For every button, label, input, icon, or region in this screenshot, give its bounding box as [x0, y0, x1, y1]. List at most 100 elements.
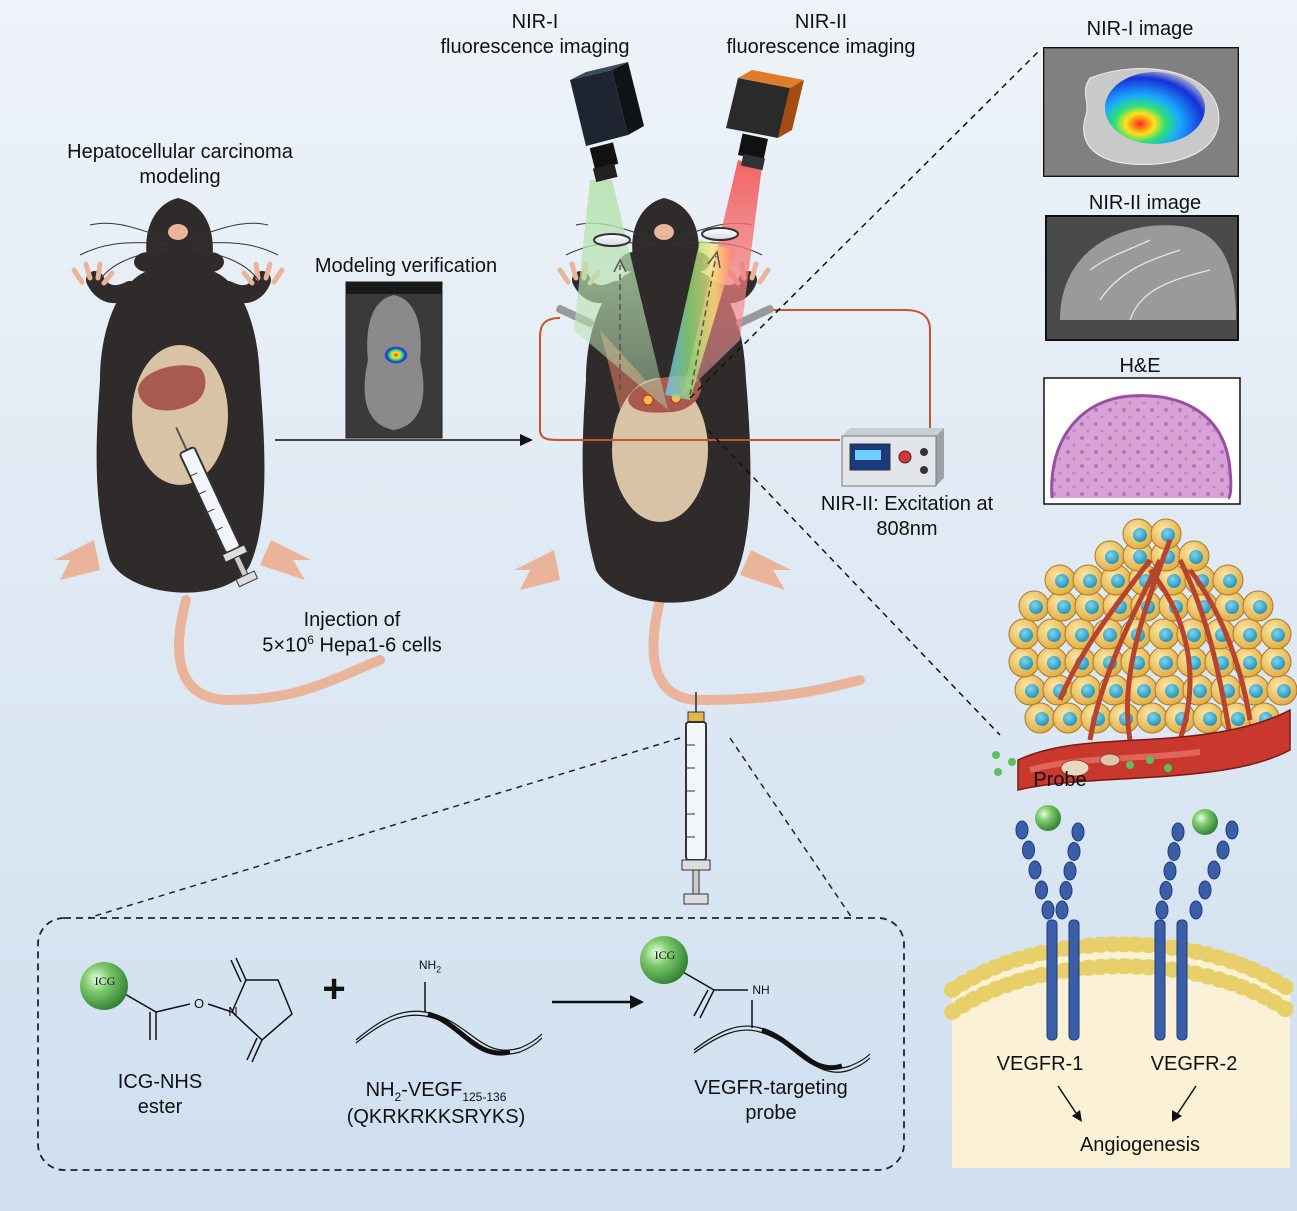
vegfr1-domain	[1071, 822, 1085, 842]
peptide-line1: NH2-VEGF125-136	[326, 1078, 546, 1105]
leader-line	[87, 737, 681, 919]
cell-nucleus	[1103, 628, 1117, 642]
product-line1: VEGFR-targeting	[694, 1077, 848, 1099]
leader-line	[707, 429, 1001, 736]
tumor-cluster-icon	[1008, 518, 1297, 741]
icg-nhs-label: ICG-NHS ester	[80, 1070, 240, 1120]
he-image-panel	[1043, 377, 1241, 505]
nir1-line1: NIR-I	[511, 11, 559, 33]
cell-nucleus	[1075, 628, 1089, 642]
product-label: VEGFR-targeting probe	[676, 1076, 866, 1126]
injection-line1: Injection of	[303, 609, 401, 631]
middle-mouse-icon	[514, 198, 865, 706]
vegfr1-domain	[1063, 861, 1077, 881]
injection-label: Injection of 5×106 Hepa1-6 cells	[232, 608, 472, 659]
cell-nucleus	[1035, 712, 1049, 726]
icg-ball	[80, 962, 128, 1010]
cell-nucleus	[1109, 684, 1123, 698]
vegfr1-stem	[1046, 919, 1058, 1041]
tumor-vessel	[1187, 568, 1253, 721]
cell-nucleus	[1019, 656, 1033, 670]
amine-sub: 2	[436, 964, 442, 975]
cell-nucleus	[1223, 574, 1237, 588]
cell-nucleus	[1133, 550, 1147, 564]
cell-nucleus	[1271, 656, 1285, 670]
vegfr1-domain	[1041, 900, 1055, 920]
amine-nh: NH	[418, 958, 437, 972]
cell-nucleus	[1147, 712, 1161, 726]
amide-nh: NH	[752, 983, 770, 997]
nir2-line2: fluorescence imaging	[726, 36, 916, 58]
blood-vessel-icon	[1017, 708, 1291, 791]
vegfr1-domain	[1055, 900, 1069, 920]
hcc-title-line1: Hepatocellular carcinoma	[67, 141, 293, 163]
vegfr1-stem	[1068, 919, 1080, 1041]
peptide-label: NH2-VEGF125-136 (QKRKRKKSRYKS)	[326, 1078, 546, 1130]
tumor-vessel	[1148, 568, 1193, 741]
vegfr2-domain	[1167, 842, 1181, 861]
cell-nucleus	[1161, 528, 1175, 542]
cell-nucleus	[1277, 684, 1291, 698]
nir2-image-panel	[1045, 215, 1239, 341]
icg-text-product: ICG	[654, 948, 676, 962]
vegfr2-domain	[1163, 861, 1177, 881]
peptide-sequence: (QKRKRKKSRYKS)	[346, 1106, 526, 1128]
chemistry-box	[37, 917, 905, 1171]
icg-nhs-line1: ICG-NHS	[117, 1071, 203, 1093]
vegfr1-label: VEGFR-1	[996, 1053, 1084, 1075]
laser-device-icon	[841, 428, 944, 487]
icg-nhs-structure	[117, 957, 293, 1063]
cell-nucleus	[1111, 574, 1125, 588]
vegfr1-domain	[1022, 840, 1035, 860]
cell-nucleus	[1249, 684, 1263, 698]
product-peptide	[693, 1025, 871, 1073]
vegfr1-domain	[1067, 842, 1081, 861]
vegfr2-domain	[1216, 840, 1230, 860]
cell-nucleus	[1271, 628, 1285, 642]
peptide-structure	[355, 982, 543, 1056]
vegfr2-stem	[1154, 919, 1166, 1041]
cell-membrane-icon	[944, 936, 1297, 1168]
vegfr2-domain	[1189, 900, 1203, 920]
left-mouse-icon	[54, 198, 385, 706]
cell-nucleus	[1253, 600, 1267, 614]
vegfr2-label: VEGFR-2	[1150, 1053, 1238, 1075]
injection-suffix: Hepa1-6 cells	[313, 634, 442, 657]
nir1-image-title: NIR-I image	[1086, 18, 1194, 40]
nir1-imaging-label: NIR-I fluorescence imaging	[420, 10, 650, 60]
nir1-line2: fluorescence imaging	[440, 36, 630, 58]
ring-nitrogen: N	[228, 1004, 238, 1019]
cell-nucleus	[1029, 600, 1043, 614]
icg-ball-product	[640, 936, 688, 984]
cell-nucleus	[1189, 550, 1203, 564]
vegfr2-domain	[1207, 860, 1221, 880]
cell-nucleus	[1019, 628, 1033, 642]
product-line2: probe	[745, 1102, 797, 1124]
vegfr1-domain	[1059, 881, 1073, 900]
cell-nucleus	[1225, 600, 1239, 614]
cell-nucleus	[1187, 628, 1201, 642]
hcc-title-line2: modeling	[139, 166, 221, 188]
nir2-line1: NIR-II	[794, 11, 848, 33]
probe-ball-1	[1035, 805, 1061, 831]
vegfr2-domain	[1171, 822, 1185, 842]
left-syringe-icon	[175, 427, 259, 588]
cell-nucleus	[1055, 574, 1069, 588]
cell-nucleus	[1057, 600, 1071, 614]
tumor-vessel	[1087, 558, 1163, 741]
peptide-vegf: -VEGF	[401, 1079, 463, 1101]
cell-nucleus	[1047, 656, 1061, 670]
leader-line	[729, 737, 853, 919]
tumor-vessel	[1177, 558, 1233, 736]
verification-image	[345, 281, 443, 439]
tumor-vessel	[1057, 558, 1152, 701]
vegfr1-domain	[1015, 820, 1029, 840]
probe-ball-2	[1192, 809, 1218, 835]
excitation-line1: NIR-II: Excitation at	[820, 493, 994, 515]
product-structure	[675, 967, 753, 1028]
vegfr2-domain	[1198, 880, 1212, 900]
ester-oxygen: O	[193, 996, 205, 1011]
vegfr1-domain	[1028, 860, 1042, 880]
